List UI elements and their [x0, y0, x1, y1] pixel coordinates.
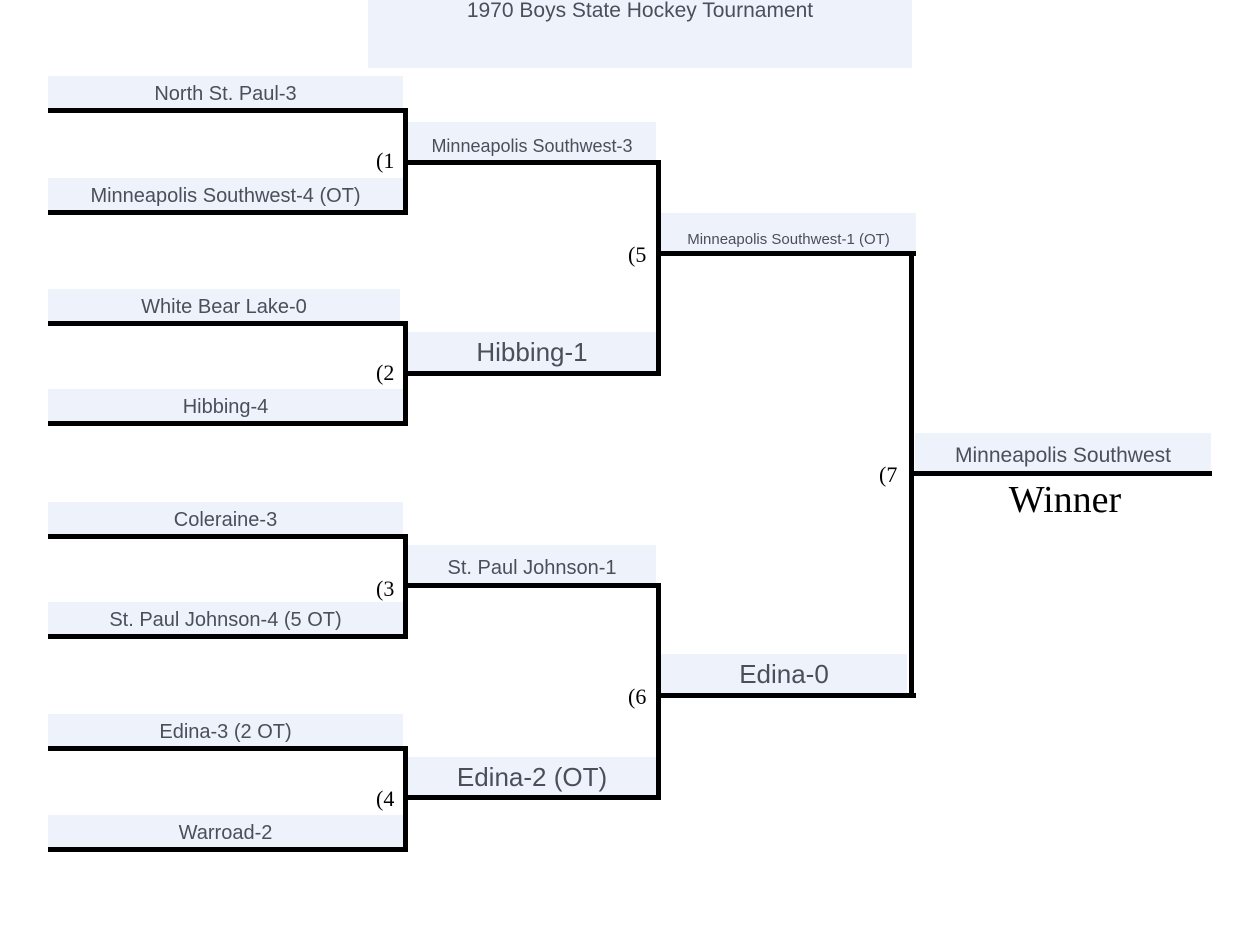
team-slot: Edina-3 (2 OT) [48, 714, 403, 747]
bracket-line [405, 160, 661, 165]
team-slot: Edina-2 (OT) [408, 757, 656, 796]
champion-slot: Minneapolis Southwest [915, 433, 1211, 471]
team-slot: St. Paul Johnson-4 (5 OT) [48, 602, 403, 635]
game-number: (1 [376, 148, 395, 173]
game-number: (7 [879, 462, 898, 487]
bracket-line [48, 108, 408, 113]
bracket-line [48, 847, 408, 852]
tournament-title: 1970 Boys State Hockey Tournament [368, 0, 912, 68]
bracket-line [405, 371, 661, 376]
team-slot: Warroad-2 [48, 815, 403, 848]
team-slot: Minneapolis Southwest-1 (OT) [661, 213, 916, 251]
bracket-line [405, 795, 661, 800]
team-slot: Coleraine-3 [48, 502, 403, 535]
bracket-line [48, 321, 408, 326]
team-slot: Minneapolis Southwest-3 [408, 122, 656, 160]
game-number: (5 [628, 242, 647, 267]
game-number: (2 [376, 360, 395, 385]
bracket-line [48, 210, 408, 215]
bracket-line [911, 471, 1212, 476]
winner-label: Winner [1008, 479, 1122, 521]
bracket-line [656, 160, 661, 376]
bracket-line [658, 251, 916, 256]
bracket-line [48, 746, 408, 751]
bracket-line [48, 534, 408, 539]
team-slot: Edina-0 [661, 654, 907, 693]
team-slot: Hibbing-1 [408, 332, 656, 371]
bracket-line [48, 634, 408, 639]
team-slot: White Bear Lake-0 [48, 289, 400, 322]
team-slot: St. Paul Johnson-1 [408, 545, 656, 583]
bracket-line [405, 583, 661, 588]
game-number: (6 [628, 684, 647, 709]
game-number: (4 [376, 786, 395, 811]
bracket-line [48, 421, 408, 426]
team-slot: Minneapolis Southwest-4 (OT) [48, 178, 403, 211]
bracket-line [658, 693, 916, 698]
game-number: (3 [376, 576, 395, 601]
team-slot: Hibbing-4 [48, 389, 403, 422]
bracket-line [656, 583, 661, 800]
team-slot: North St. Paul-3 [48, 76, 403, 109]
